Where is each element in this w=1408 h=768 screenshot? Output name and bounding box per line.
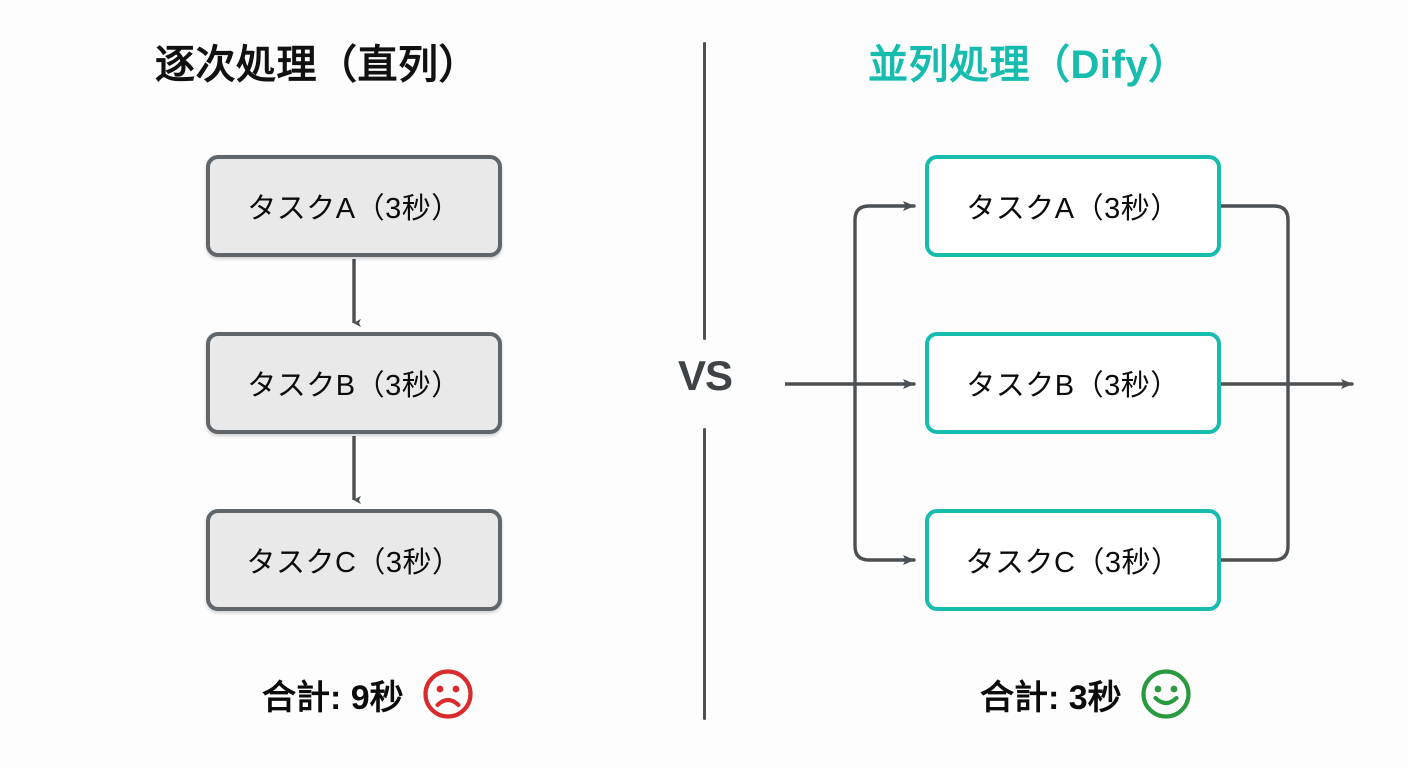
right-summary-text: 合計: 3秒: [980, 678, 1122, 717]
center-divider-bottom-segment: [703, 428, 706, 720]
left-panel-summary: 合計: 9秒: [262, 668, 474, 720]
happy-face-icon: [1141, 669, 1191, 719]
edge-fanin-from-task-a: [1219, 204, 1290, 386]
sequential-task-box-a[interactable]: タスクA（3秒）: [206, 155, 502, 257]
left-summary-text: 合計: 9秒: [262, 678, 404, 717]
center-divider-top-segment: [703, 42, 706, 340]
sequential-task-box-c[interactable]: タスクC（3秒）: [206, 509, 502, 611]
vs-label: VS: [677, 352, 733, 399]
sad-face-icon: [423, 669, 473, 719]
edge-fanout-to-task-c: [853, 382, 916, 565]
right-panel-summary: 合計: 3秒: [980, 668, 1192, 720]
edge-fanout-to-task-a: [853, 201, 916, 386]
right-panel-title: 並列処理（Dify）: [868, 43, 1189, 87]
parallel-task-box-b[interactable]: タスクB（3秒）: [925, 332, 1221, 434]
left-panel-title: 逐次処理（直列）: [155, 43, 479, 87]
sequential-task-box-b[interactable]: タスクB（3秒）: [206, 332, 502, 434]
parallel-task-box-c[interactable]: タスクC（3秒）: [925, 509, 1221, 611]
edge-fanin-from-task-c: [1219, 382, 1290, 562]
parallel-task-box-a[interactable]: タスクA（3秒）: [925, 155, 1221, 257]
